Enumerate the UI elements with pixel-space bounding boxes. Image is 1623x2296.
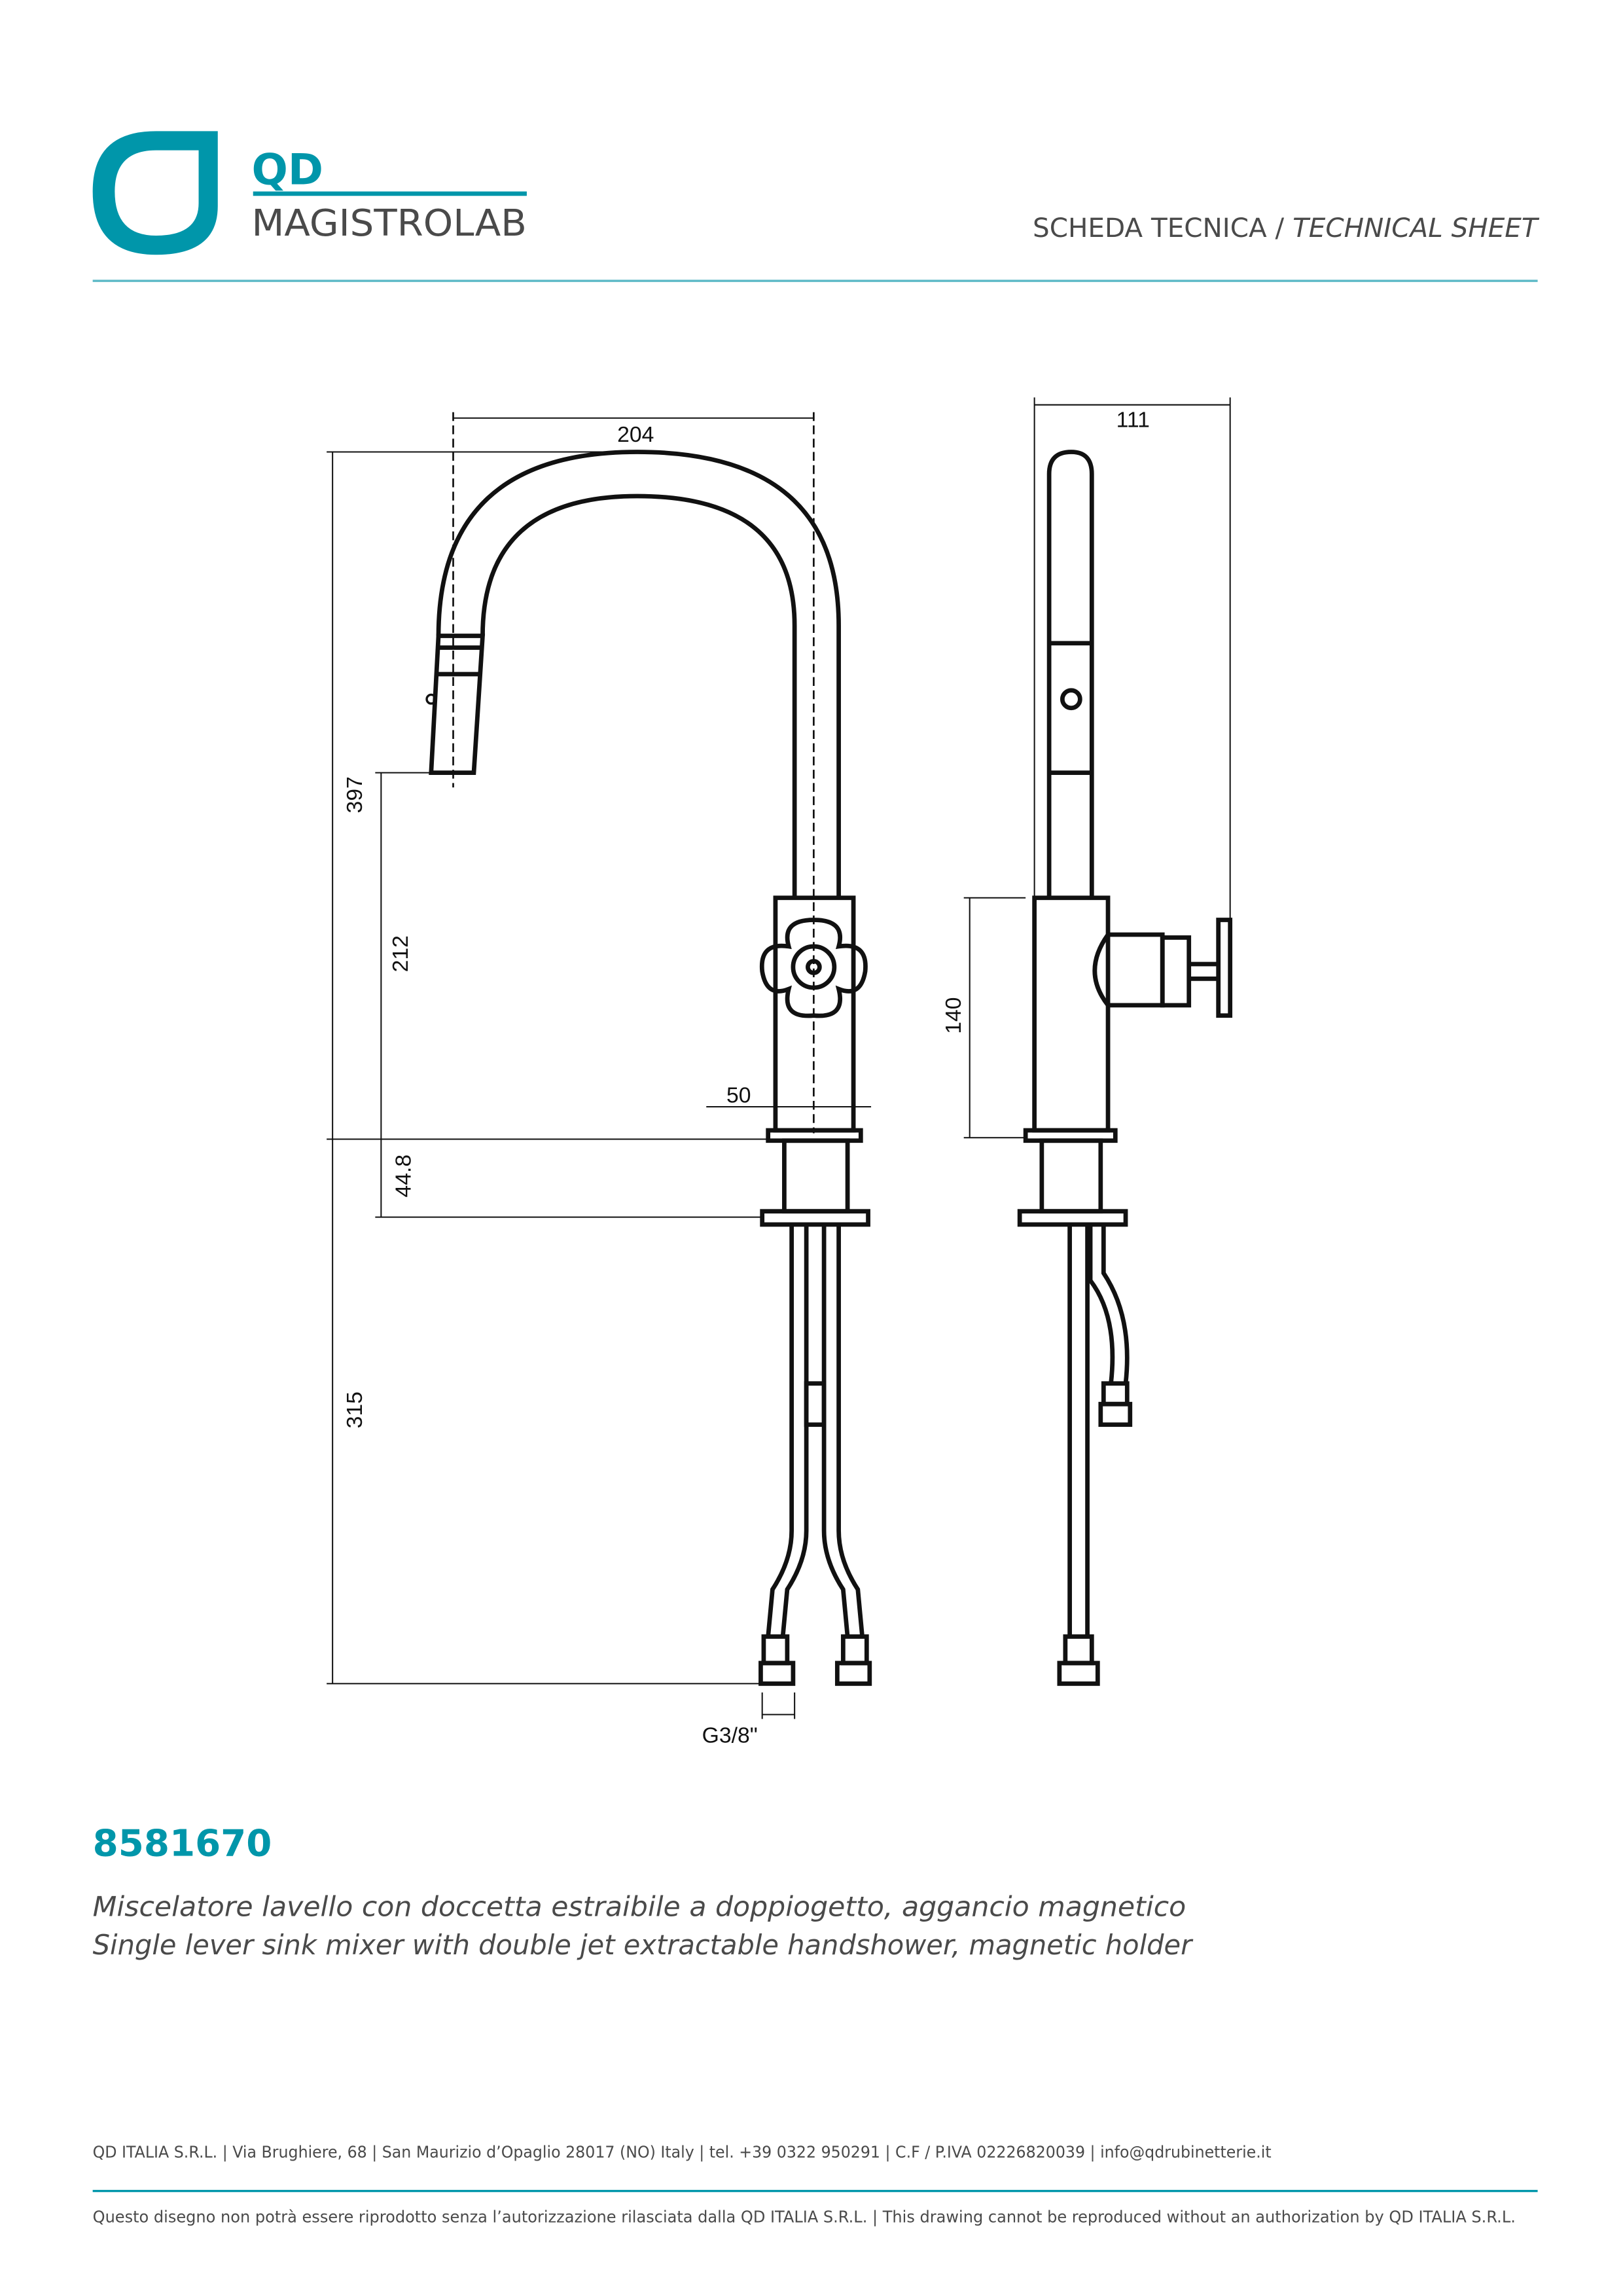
side-view: 111 140 <box>941 397 1233 1686</box>
product-code: 8581670 <box>93 1822 272 1865</box>
header-title: SCHEDA TECNICA / TECHNICAL SHEET <box>1033 212 1540 243</box>
handle-rosette-icon <box>759 918 868 1018</box>
logo-rule <box>253 191 527 196</box>
dim-hose-length: 315 <box>342 1391 367 1428</box>
logo-drop-icon <box>92 131 218 255</box>
product-description-it: Miscelatore lavello con doccetta estraib… <box>93 1891 1186 1923</box>
header-divider <box>92 279 1538 282</box>
dim-base-width: 50 <box>726 1083 751 1107</box>
dim-height-total: 397 <box>342 776 367 813</box>
dim-connection: G3/8" <box>702 1723 758 1748</box>
dim-width-front: 204 <box>617 422 654 447</box>
dim-outlet-height: 212 <box>388 935 413 972</box>
footer-divider <box>92 2189 1538 2193</box>
product-description-en: Single lever sink mixer with double jet … <box>93 1929 1194 1961</box>
footer-disclaimer: Questo disegno non potrà essere riprodot… <box>93 2207 1516 2226</box>
logo-magistrolab: MAGISTROLAB <box>251 202 526 245</box>
dim-base-thickness: 44.8 <box>391 1155 416 1198</box>
dim-depth-side: 111 <box>1116 407 1150 432</box>
logo-qd: QD <box>251 145 323 194</box>
brand-logo: QD MAGISTROLAB <box>92 131 527 255</box>
front-view: 204 397 212 44.8 315 50 G3/8" <box>327 412 872 1748</box>
footer-address: QD ITALIA S.R.L. | Via Brughiere, 68 | S… <box>93 2142 1272 2161</box>
dim-body-height: 140 <box>941 997 966 1034</box>
